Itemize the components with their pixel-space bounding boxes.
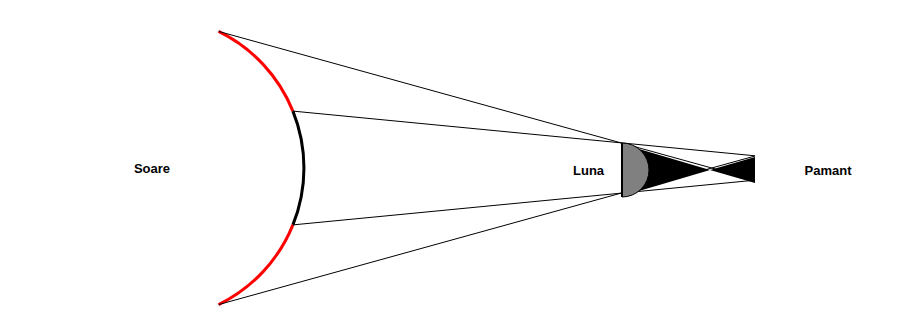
moon-circle: Luna — [555, 143, 649, 197]
inner-ray — [293, 180, 755, 225]
penumbra-limb-arc — [219, 31, 293, 111]
moon-terminator — [621, 143, 623, 197]
sun-circle: Soare — [0, 16, 304, 320]
inner-ray — [293, 111, 755, 156]
node-label: Pamant — [805, 163, 852, 178]
umbra-cone — [622, 144, 710, 196]
moon-night-side — [622, 143, 649, 197]
umbra-limb-arc — [293, 111, 304, 225]
node-label: Luna — [573, 163, 604, 178]
sun-circle — [0, 16, 304, 320]
earth-circle: Pamant — [753, 95, 899, 245]
outer-ray — [219, 31, 755, 180]
node-label: Soare — [134, 161, 170, 176]
penumbra-limb-arc — [219, 225, 293, 305]
earth-circle — [753, 95, 899, 245]
antumbra-cone — [710, 157, 755, 183]
